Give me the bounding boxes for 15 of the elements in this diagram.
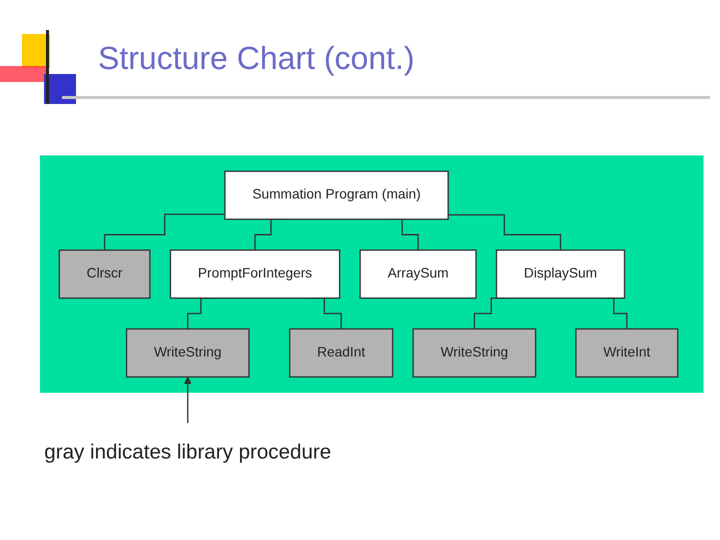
node-box: Summation Program (main)	[224, 170, 449, 220]
node-box: PromptForIntegers	[170, 250, 340, 300]
node-box: ReadInt	[289, 328, 394, 378]
node-box: WriteString	[412, 328, 536, 378]
slide-title: Structure Chart (cont.)	[98, 40, 415, 77]
connector	[104, 214, 225, 252]
node-box: WriteInt	[575, 328, 678, 378]
connector	[448, 214, 562, 252]
node-box: WriteString	[126, 328, 250, 378]
arrow	[184, 376, 192, 424]
node-box: DisplaySum	[496, 250, 626, 300]
node-text: gray indicates library procedure	[44, 440, 332, 464]
node-box: ArraySum	[360, 250, 477, 300]
node-box: Clrscr	[58, 250, 151, 300]
cluster	[40, 156, 704, 394]
